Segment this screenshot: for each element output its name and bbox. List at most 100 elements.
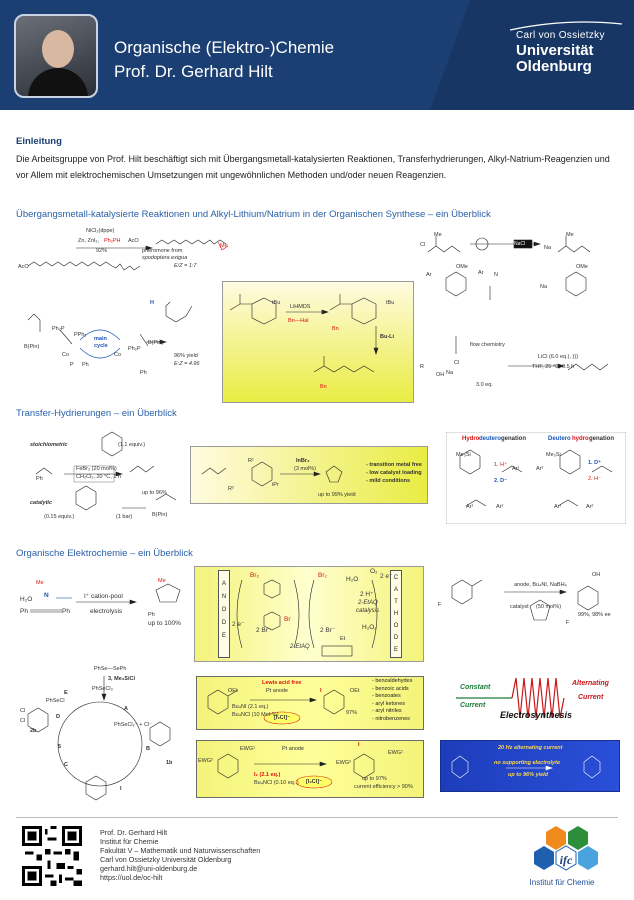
rxn3-tbu-2: tBu [386,300,395,306]
rxn4-cl: Cl [420,242,426,248]
substrate-item: - nitrobenzenes [372,715,410,722]
rxn2-ph2p-right: Ph₂P [128,346,141,352]
indium-catalysis-panel [190,446,428,504]
rxn2-ph2p: Ph₂P [52,326,65,332]
anode-letter: D [221,620,227,626]
asym-conditions: anode, Bu₄NI, NaBH₄ [514,582,567,588]
hd-ar1: Ar¹ [512,466,520,472]
enolate-alkylation-panel [222,281,414,403]
ewg-i2cl: [I₂Cl]⁻ [306,779,323,785]
se-a: A [124,706,128,712]
ac-line-2: no supporting electrolyte [494,760,561,766]
th-inbr: InBr₃ [296,458,310,464]
dh-hydro: hydro [572,436,589,442]
rxn4-me-1: Me [434,232,442,238]
rxn1-reagents: Zn, ZnI₂, [78,238,100,244]
substrate-item: - benzoates [372,693,401,699]
rxn4-ome-1: OMe [456,264,468,270]
dh-deutero: Deutero [548,436,571,442]
se-cl-2: Cl [20,718,26,724]
rxn4-na-3: Na [446,370,454,376]
constant-label: Constant [460,684,491,691]
cathode-bar [390,570,402,658]
asym-oh: OH [592,572,601,578]
rxn3-lihmds: LiHMDS [290,304,311,310]
asym-f1: F [438,602,442,608]
ewg-i2: I₂ (2.1 eq.) [254,772,281,778]
contact-faculty: Fakultät V – Mathematik und Naturwissens… [100,846,261,855]
rxn3-bnhal: Bn—Hal [288,318,309,324]
scheme-iodination [207,689,345,725]
asym-mol: (50 mol%) [536,604,562,610]
pe-br2-left: Br₂ [250,572,260,579]
lewis-i2cl: [I₂Cl]⁻ [274,715,291,721]
scheme-transfer-hydrogenation [35,431,177,511]
rxn2-ez: E:Z = 4.96 [174,361,200,367]
rxn4-nacl-badge: NaCl [514,241,526,247]
th-catalyst: FeBr₃ (20 mol%) [76,466,117,472]
se-i: I [120,786,122,792]
dh-ar2-prod: Ar² [586,504,594,510]
contact-url[interactable]: https://uol.de/oc-hilt [100,873,163,882]
iso-h2o: H₂O [20,596,33,603]
contact-institute: Institut für Chemie [100,837,159,846]
th-conditions: CH₂Cl₂, 20 °C, 1 h [76,474,121,480]
pe-h2o2: H₂O₂ [362,624,377,631]
rxn2-ph-right: Ph [140,370,147,376]
se-1b: 1b [166,760,173,766]
hd-hydro: Hydro [462,436,480,442]
se-d: D [56,714,60,720]
header-banner: Organische (Elektro-)Chemie Prof. Dr. Ge… [0,0,634,110]
lewis-i: I [320,688,322,694]
dh-step2: 2. H⁻ [588,476,601,482]
lewis-oet: OEt [228,688,238,694]
rxn3-tbu-1: tBu [272,300,281,306]
th-upto: up to 96% [142,490,167,496]
cathode-letter: D [393,635,399,641]
dh-step1: 1. D⁺ [588,460,601,466]
scheme-indium-catalysis [201,461,343,487]
pe-2e-right: 2 e⁻ [380,573,393,580]
th-eq-1: (1.1 equiv.) [118,442,146,448]
ewg-iodination-panel [196,740,424,798]
th-ipr: iPr [272,482,279,488]
rxn4-flow: flow chemistry [470,342,505,348]
university-logo[interactable]: Carl von Ossietzky Universität Oldenburg [516,30,624,75]
qr-code[interactable] [22,826,82,886]
iso-me-product: Me [158,578,166,584]
asym-f2: F [566,620,570,626]
alternating-current-panel [440,740,620,792]
rxn3-bn-1: Bn [332,326,339,332]
scheme-alkyl-sodium [427,236,609,371]
asym-ee: 99%, 98% ee [578,612,611,618]
pe-eiaq-2: 2-EtAQ [290,644,310,650]
th-r1: R¹ [248,458,254,464]
scheme-asymmetric-reduction [451,579,599,621]
rxn2-yield: 96% yield [174,353,198,359]
pe-br2-right: Br₂ [318,572,328,579]
alternating-label: Alternating [572,680,609,687]
poster-author: Prof. Dr. Gerhard Hilt [114,62,273,81]
substrate-item: - aryl ketones [372,700,406,707]
rxn2-pph2: PPh₂ [74,332,87,338]
se-2b: 2b [30,728,37,734]
scheme-enolate-alkylation [229,294,379,373]
dh-genation: genation [589,436,614,442]
ewg-upto: up to 97% [362,776,387,782]
scheme-isoxazole [30,583,181,613]
th-bullet-2: - low catalyst loading [366,470,422,476]
scheme-ac-coupling [451,755,601,779]
rxn2-p: P [70,362,74,368]
contact-email[interactable]: gerhard.hilt@uni-oldenburg.de [100,864,198,873]
rxn4-licl: LiCl (6.0 eq.), ))) [538,354,579,360]
se-c: C [64,762,68,768]
anode-letter: E [221,633,226,639]
hd-genation: genation [501,436,526,442]
university-logo-swoosh [510,21,622,31]
rxn1-note-1: pheromone from [142,248,183,254]
se-e: E [64,690,68,696]
ifc-logo[interactable]: ifc [512,818,612,890]
portrait-photo [14,14,98,98]
